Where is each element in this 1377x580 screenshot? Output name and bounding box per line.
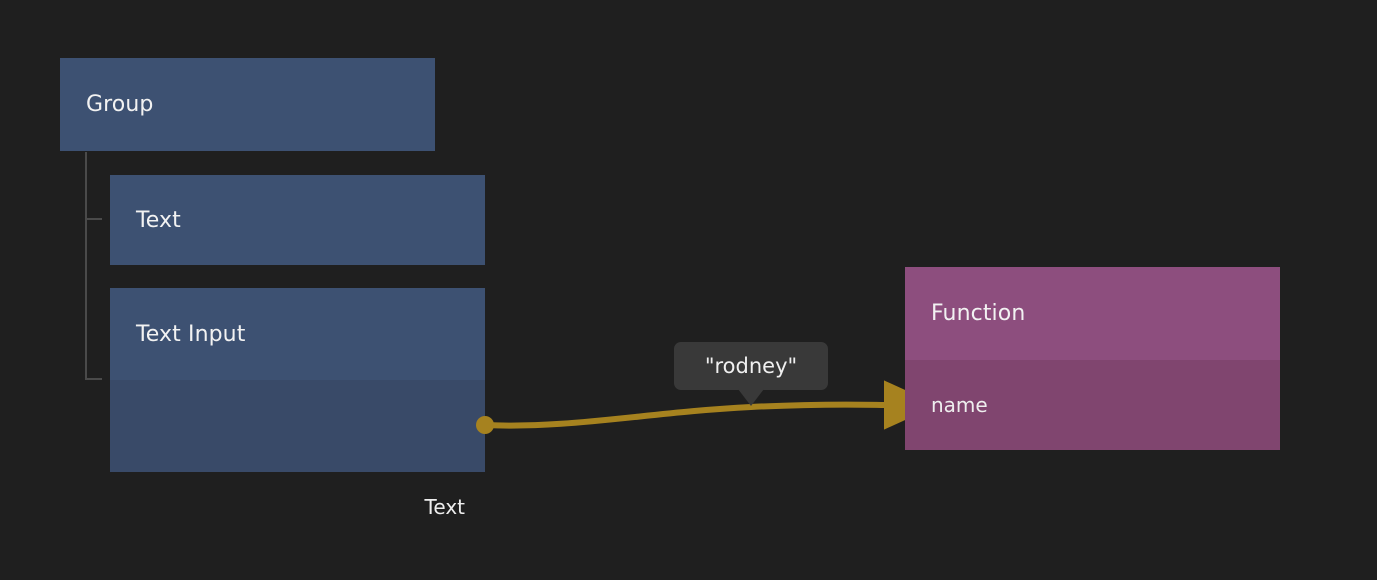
tree-connector-branch-text bbox=[85, 218, 102, 220]
node-function-header[interactable]: Function bbox=[905, 267, 1280, 360]
node-text[interactable]: Text bbox=[110, 175, 485, 265]
output-slot-text-label: Text bbox=[424, 495, 465, 519]
wire-value-tooltip: "rodney" bbox=[674, 342, 828, 406]
output-slot-text[interactable]: Text bbox=[425, 495, 465, 519]
connection-wire[interactable] bbox=[484, 380, 938, 430]
input-slot-name[interactable]: name bbox=[931, 393, 988, 417]
node-text-title: Text bbox=[136, 207, 181, 233]
node-text-header[interactable]: Text bbox=[110, 175, 485, 265]
tooltip-tail-icon bbox=[738, 389, 764, 406]
output-port-text[interactable] bbox=[476, 416, 494, 434]
node-function-title: Function bbox=[931, 301, 1026, 326]
wire-value-tooltip-text: "rodney" bbox=[704, 354, 798, 378]
node-function[interactable]: Function name bbox=[905, 267, 1280, 450]
input-slot-name-label: name bbox=[931, 393, 988, 417]
tree-connector-branch-text-input bbox=[85, 378, 102, 380]
node-group-title: Group bbox=[86, 92, 154, 117]
node-text-input[interactable]: Text Input Text bbox=[110, 288, 485, 519]
tree-connector-vertical bbox=[85, 152, 87, 380]
node-text-input-header[interactable]: Text Input bbox=[110, 288, 485, 380]
node-group-header[interactable]: Group bbox=[60, 58, 435, 151]
node-text-input-body: Text bbox=[110, 380, 485, 519]
node-group[interactable]: Group bbox=[60, 58, 435, 151]
node-text-input-title: Text Input bbox=[136, 321, 246, 347]
node-function-body: name bbox=[905, 360, 1280, 450]
